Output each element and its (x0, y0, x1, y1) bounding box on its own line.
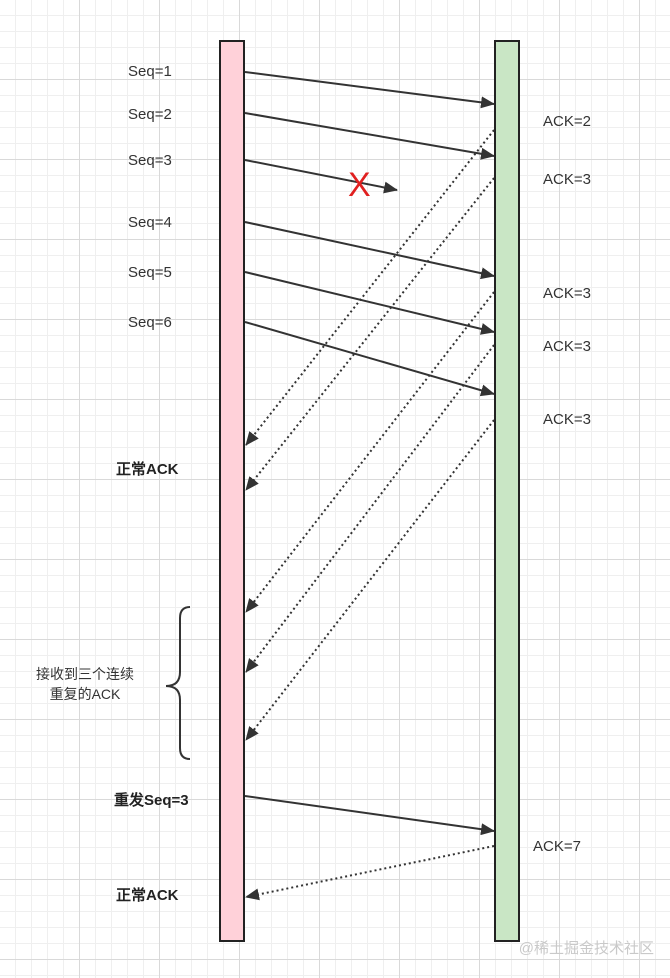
ack3-arrow-1 (245, 177, 495, 491)
triple-dup-line-2: 重复的ACK (49, 686, 121, 702)
receiver-bar (494, 40, 520, 942)
ack-label-1: ACK=2 (543, 113, 591, 130)
ack2-arrow (245, 129, 495, 446)
triple-ack-brace (165, 606, 191, 760)
seq5-arrow (244, 271, 495, 335)
seq-label-3: Seq=3 (128, 152, 172, 169)
sender-bar (219, 40, 245, 942)
seq4-arrow (244, 221, 495, 280)
ack-label-final: ACK=7 (533, 838, 581, 855)
ack-label-4: ACK=3 (543, 338, 591, 355)
seq-label-1: Seq=1 (128, 63, 172, 80)
ack3-arrow-dup2 (245, 344, 495, 673)
ack3-arrow-dup1 (245, 291, 495, 613)
ack-label-2: ACK=3 (543, 171, 591, 188)
ack3-arrow-dup3 (245, 419, 495, 741)
seq2-arrow (244, 112, 495, 160)
triple-dup-line-1: 接收到三个连续 (36, 666, 134, 682)
seq-label-6: Seq=6 (128, 314, 172, 331)
ack-label-5: ACK=3 (543, 411, 591, 428)
normal-ack-note-2: 正常ACK (116, 887, 179, 904)
triple-dup-ack-note: 接收到三个连续 重复的ACK (20, 664, 150, 704)
seq6-arrow (244, 321, 495, 397)
watermark: @稀土掘金技术社区 (518, 940, 654, 957)
resend-seq3-arrow (244, 795, 495, 836)
ack7-arrow (245, 845, 495, 901)
ack-label-3: ACK=3 (543, 285, 591, 302)
seq-label-4: Seq=4 (128, 214, 172, 231)
seq-label-2: Seq=2 (128, 106, 172, 123)
resend-note: 重发Seq=3 (114, 792, 189, 809)
seq3-lost-arrow (244, 159, 398, 194)
lost-marker: X (348, 166, 371, 204)
seq-label-5: Seq=5 (128, 264, 172, 281)
normal-ack-note-1: 正常ACK (116, 461, 179, 478)
seq1-arrow (244, 71, 495, 109)
